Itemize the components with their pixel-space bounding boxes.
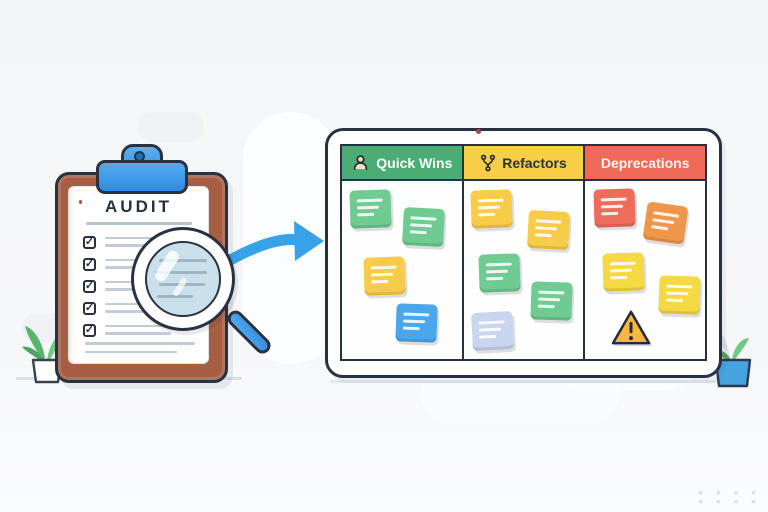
pot bbox=[714, 358, 752, 388]
lens-glint bbox=[152, 248, 182, 284]
plant-right bbox=[704, 322, 760, 393]
checklist-text-lines bbox=[105, 324, 183, 335]
warning-icon bbox=[612, 310, 651, 345]
magnifier-rim bbox=[131, 227, 235, 331]
pot bbox=[31, 358, 63, 384]
branch-icon bbox=[481, 154, 496, 171]
sticky-note-green bbox=[478, 253, 521, 293]
leaf bbox=[732, 338, 749, 362]
column-deprecations: Deprecations bbox=[585, 146, 706, 359]
title-underline bbox=[85, 222, 192, 225]
magnifier-lens bbox=[145, 241, 221, 317]
triage-board: Quick Wins Refactors D bbox=[325, 128, 722, 378]
sticky-note-lavender bbox=[470, 310, 514, 352]
checkbox-checked-icon: ✓ bbox=[83, 301, 96, 315]
sticky-note-blue bbox=[395, 303, 438, 343]
user-icon bbox=[354, 155, 368, 170]
column-quick-wins: Quick Wins bbox=[342, 146, 464, 359]
column-body-refactors bbox=[463, 181, 584, 359]
sticky-note-yellow bbox=[526, 209, 570, 251]
sticky-note-orange bbox=[642, 201, 689, 245]
column-label: Quick Wins bbox=[376, 154, 453, 171]
column-refactors: Refactors bbox=[463, 146, 586, 359]
clipboard-clip-base bbox=[96, 160, 188, 194]
column-body-deprecations bbox=[585, 181, 706, 359]
column-header-deprecations: Deprecations bbox=[585, 146, 706, 181]
watermark: ✕ ✕ ✕ ✕✕ ✕ ✕ ✕ bbox=[698, 488, 760, 506]
column-body-quick-wins bbox=[342, 181, 462, 359]
background-cloud bbox=[138, 112, 204, 142]
checkbox-checked-icon: ✓ bbox=[83, 323, 96, 337]
paper-speck bbox=[79, 200, 82, 204]
checklist-text-lines bbox=[105, 236, 183, 247]
checklist-item: ✓ bbox=[83, 235, 208, 249]
column-label: Deprecations bbox=[600, 154, 690, 171]
column-header-quick-wins: Quick Wins bbox=[342, 146, 462, 181]
leaf bbox=[22, 346, 44, 362]
checkbox-checked-icon: ✓ bbox=[83, 257, 96, 271]
magnifying-glass-icon bbox=[131, 227, 274, 357]
sticky-note-yellow bbox=[470, 189, 513, 229]
ground-shadow bbox=[330, 380, 734, 383]
board-pin-dot bbox=[476, 129, 481, 134]
column-header-refactors: Refactors bbox=[463, 146, 584, 181]
column-label: Refactors bbox=[502, 154, 567, 171]
checklist-item: ✓ bbox=[83, 323, 208, 337]
sticky-note-green bbox=[402, 206, 445, 248]
clipboard-title: AUDIT bbox=[105, 197, 172, 216]
board-inner-frame: Quick Wins Refactors D bbox=[340, 144, 707, 361]
leaf bbox=[25, 326, 45, 360]
checkbox-checked-icon: ✓ bbox=[83, 235, 96, 249]
checkbox-checked-icon: ✓ bbox=[83, 279, 96, 293]
paper-text-lines bbox=[85, 342, 195, 353]
sticky-note-red bbox=[593, 188, 636, 228]
sticky-note-bright_yellow bbox=[658, 275, 701, 315]
sticky-note-yellow bbox=[363, 256, 406, 296]
sticky-note-bright_yellow bbox=[602, 252, 645, 292]
sticky-note-green bbox=[349, 189, 392, 229]
sticky-note-green bbox=[530, 281, 573, 321]
